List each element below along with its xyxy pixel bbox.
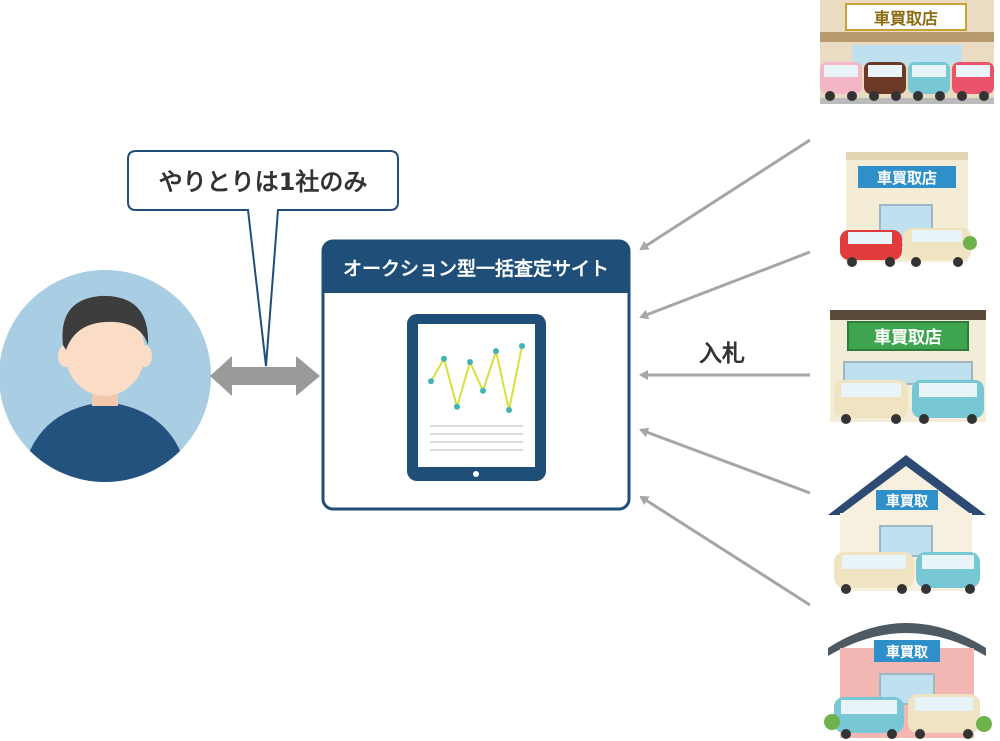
shop-sign [858,166,956,188]
shop-sign-text: 車買取店 [874,9,938,28]
shop-sign [845,3,967,31]
shop-sign-text: 車買取 [886,493,929,510]
car-shop-4: 車買取 [828,455,986,594]
tablet-chart-point [493,348,499,355]
shop-sign-text: 車買取店 [877,169,937,187]
car-shop-1: 車買取店 [820,0,994,104]
tablet-chart-point [454,403,460,410]
bid-arrows [639,138,811,607]
shop-sign [874,640,940,662]
tablet-chart-point [428,378,434,385]
avatar-face [65,308,145,396]
bid-arrow [639,427,811,495]
tablet-chart-point [467,359,473,365]
site-panel-title: オークション型一括査定サイト [343,257,609,280]
shop-sign-text: 車買取 [886,644,929,661]
tablet-chart-point [441,355,447,362]
avatar-hair [62,295,149,350]
two-way-arrow-icon [210,356,320,396]
tablet-chart-point [480,387,486,394]
shop-sign-text: 車買取店 [874,327,942,348]
speech-bubble-text: やりとりは1社のみ [159,168,368,196]
bid-label: 入札 [699,341,745,367]
speech-bubble: やりとりは1社のみ [127,150,399,367]
speech-bubble-shape [127,150,399,367]
bid-arrow [639,495,811,607]
avatar-shirt [20,402,190,482]
site-panel: オークション型一括査定サイト [321,239,631,511]
bid-arrow [639,138,811,251]
bid-arrow [639,250,811,320]
tablet-icon [407,314,546,481]
tablet-chart-point [519,343,525,349]
car-shop-2: 車買取店 [840,152,977,267]
site-panel-header [323,241,629,293]
car-shop-5: 車買取 [824,623,992,739]
tablet-screen [418,324,535,467]
car-shop-3: 車買取店 [830,310,986,424]
tablet-chart-points [428,343,525,413]
shop-sign [847,321,969,351]
user-avatar [0,270,211,482]
tablet-chart-line [430,345,523,411]
tablet-chart-point [506,407,512,413]
shop-sign [876,490,938,510]
